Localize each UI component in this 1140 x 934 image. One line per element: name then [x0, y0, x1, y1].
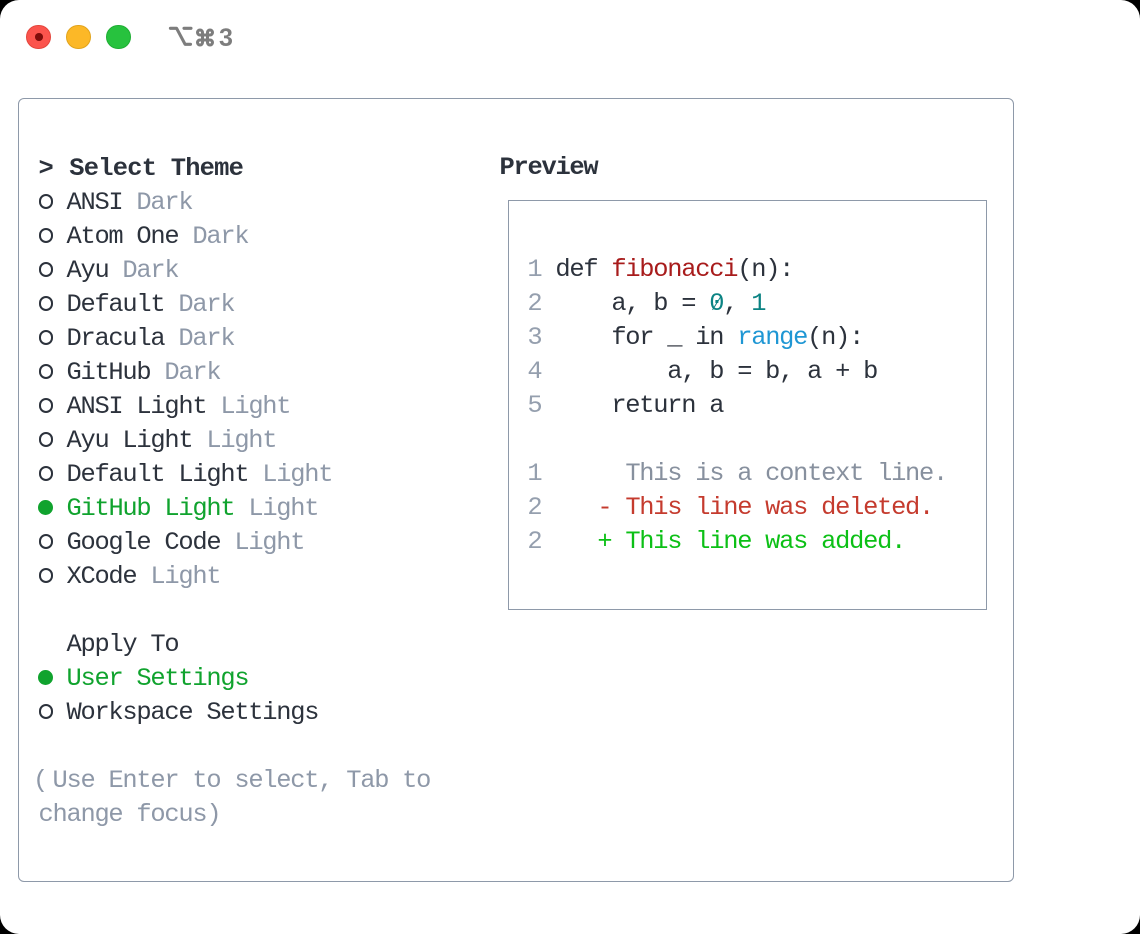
svg-text:3: 3	[219, 24, 233, 50]
